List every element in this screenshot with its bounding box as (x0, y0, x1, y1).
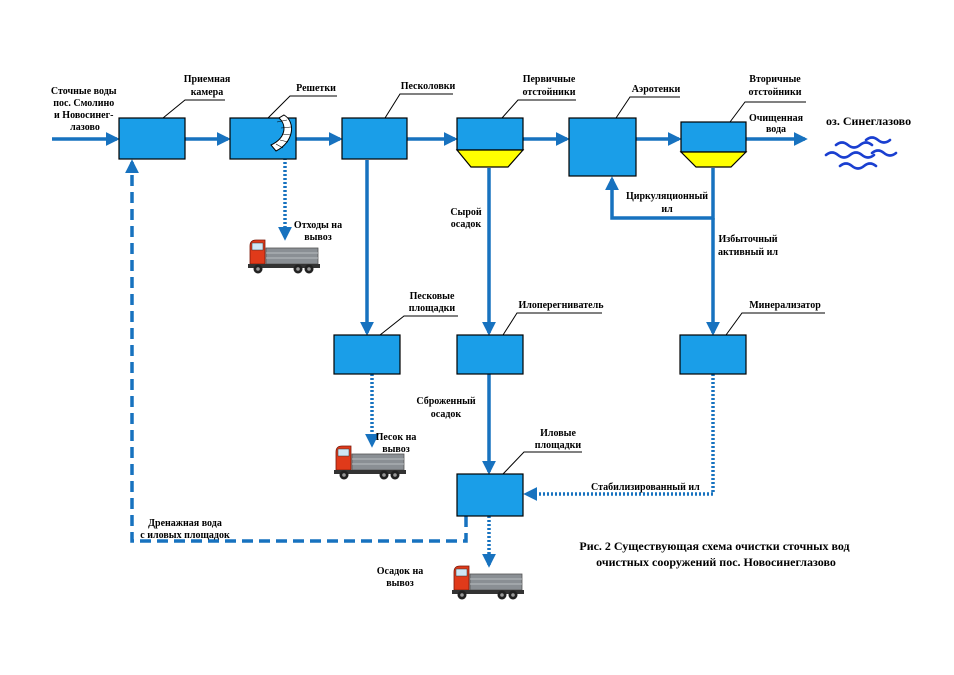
label-lake: оз. Синеглазово (826, 114, 911, 128)
figure-caption: Рис. 2 Существующая схема очистки сточны… (579, 539, 852, 569)
truck-icon-sludge (451, 565, 525, 600)
leader-peskolovki (384, 93, 453, 119)
leader-vtorichnye (729, 101, 806, 123)
label-stabilized-sludge: Стабилизированный ил (591, 482, 700, 493)
water-waves-icon (824, 136, 898, 170)
leader-peskovye (379, 315, 458, 336)
unit-aerotenki (568, 117, 637, 177)
unit-iloperegnivatel (456, 334, 524, 375)
label-mineralizator: Минерализатор (749, 300, 821, 311)
leader-ilovye (502, 451, 582, 475)
label-peskolovki: Песколовки (401, 81, 456, 92)
unit-priemnaya-kamera (118, 117, 186, 160)
truck-icon-screenings (247, 239, 321, 274)
unit-peskolovki (341, 117, 408, 160)
label-iloperegnivatel: Илоперегниватель (518, 300, 604, 311)
label-aerotenki: Аэротенки (632, 84, 681, 95)
label-reshetki: Решетки (296, 83, 336, 94)
unit-ilovye-ploshchadki (456, 473, 524, 517)
leader-mineralizator (725, 312, 825, 336)
unit-reshetki (229, 114, 297, 160)
arrow-drainage-water (125, 159, 468, 543)
unit-pervichnye-otstoyniki (455, 117, 525, 168)
leader-pervichnye (501, 99, 576, 119)
arrow-circulation-sludge (605, 168, 715, 220)
unit-vtorichnye-otstoyniki (679, 121, 748, 168)
arrow-stabilized-sludge (523, 374, 715, 501)
leader-aerotenki (615, 96, 680, 119)
unit-peskovye-ploshchadki (333, 334, 401, 375)
label-inlet: Сточные воды пос. Смолино и Новосинег- л… (51, 86, 119, 133)
unit-mineralizator (679, 334, 747, 375)
leader-priemnaya (162, 99, 225, 119)
leader-reshetki (267, 95, 337, 119)
leader-iloperegnivatel (502, 312, 602, 336)
